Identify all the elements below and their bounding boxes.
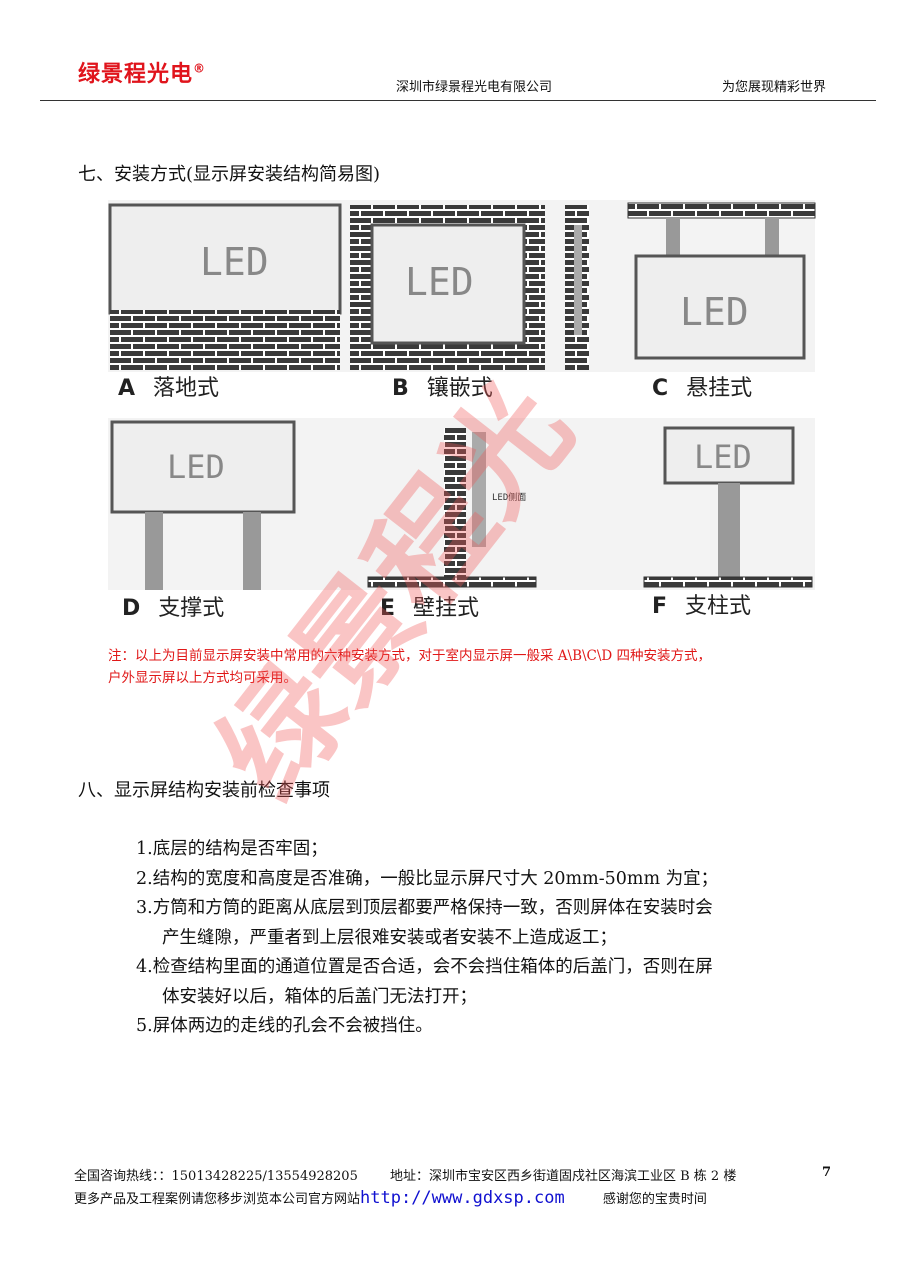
header-rule: [40, 100, 876, 101]
diagram-c-hanging: LED: [627, 202, 816, 360]
list-item: 4.检查结构里面的通道位置是否合适，会不会挡住箱体的后盖门，否则在屏: [136, 957, 713, 977]
footer-hotline: 全国咨询热线：：15013428225/13554928205: [74, 1169, 358, 1184]
svg-text:LED: LED: [405, 260, 474, 304]
diagram-e-wall: LED侧面: [367, 428, 537, 588]
footer-thanks: 感谢您的宝贵时间: [602, 1192, 707, 1207]
section-7-title: 七、安装方式(显示屏安装结构简易图): [78, 164, 381, 185]
list-item-continued: 产生缝隙，严重者到上层很难安装或者安装不上造成返工；: [162, 927, 617, 948]
diagram-a-floor: LED: [108, 203, 342, 370]
list-item: 1.底层的结构是否牢固；: [136, 839, 328, 859]
header-slogan: 为您展现精彩世界: [722, 80, 827, 95]
diagram-b-embedded: LED: [350, 205, 589, 370]
section-8-title: 八、显示屏结构安装前检查事项: [78, 780, 330, 801]
list-item: 2.结构的宽度和高度是否准确，一般比显示屏尺寸大 20mm-50mm 为宜；: [136, 868, 719, 889]
footer-address: 地址：深圳市宝安区西乡街道固戍社区海滨工业区 B 栋 2 楼: [389, 1169, 737, 1184]
svg-text:LED: LED: [167, 448, 225, 486]
diagram-d-support: LED: [110, 420, 296, 590]
installation-note: 注：以上为目前显示屏安装中常用的六种安装方式，对于室内显示屏一般采 A\B\C\…: [108, 648, 712, 686]
installation-diagrams: LED LED LED LED LED侧面: [108, 200, 816, 590]
footer-line-1: 全国咨询热线：：15013428225/13554928205 地址：深圳市宝安…: [74, 1165, 736, 1184]
svg-text:LED: LED: [680, 290, 749, 334]
list-item: 3.方筒和方筒的距离从底层到顶层都要严格保持一致，否则屏体在安装时会: [136, 898, 713, 918]
list-item-continued: 体安装好以后，箱体的后盖门无法打开；: [162, 986, 477, 1007]
diagram-f-pillar: LED: [643, 426, 813, 588]
svg-text:LED侧面: LED侧面: [492, 491, 526, 503]
website-link[interactable]: http://www.gdxsp.com: [360, 1188, 565, 1208]
company-logo: 绿景程光电®: [78, 61, 207, 87]
list-item: 5.屏体两边的走线的孔会不会被挡住。: [136, 1016, 433, 1036]
led-text: LED: [200, 240, 269, 284]
footer-line-2: 更多产品及工程案例请您移步浏览本公司官方网站http://www.gdxsp.c…: [74, 1188, 707, 1208]
page-number: 7: [822, 1165, 832, 1180]
svg-text:LED: LED: [694, 438, 752, 476]
footer-more: 更多产品及工程案例请您移步浏览本公司官方网站: [74, 1192, 361, 1207]
header-company: 深圳市绿景程光电有限公司: [396, 80, 553, 95]
checklist: 1.底层的结构是否牢固； 2.结构的宽度和高度是否准确，一般比显示屏尺寸大 20…: [136, 835, 718, 1042]
